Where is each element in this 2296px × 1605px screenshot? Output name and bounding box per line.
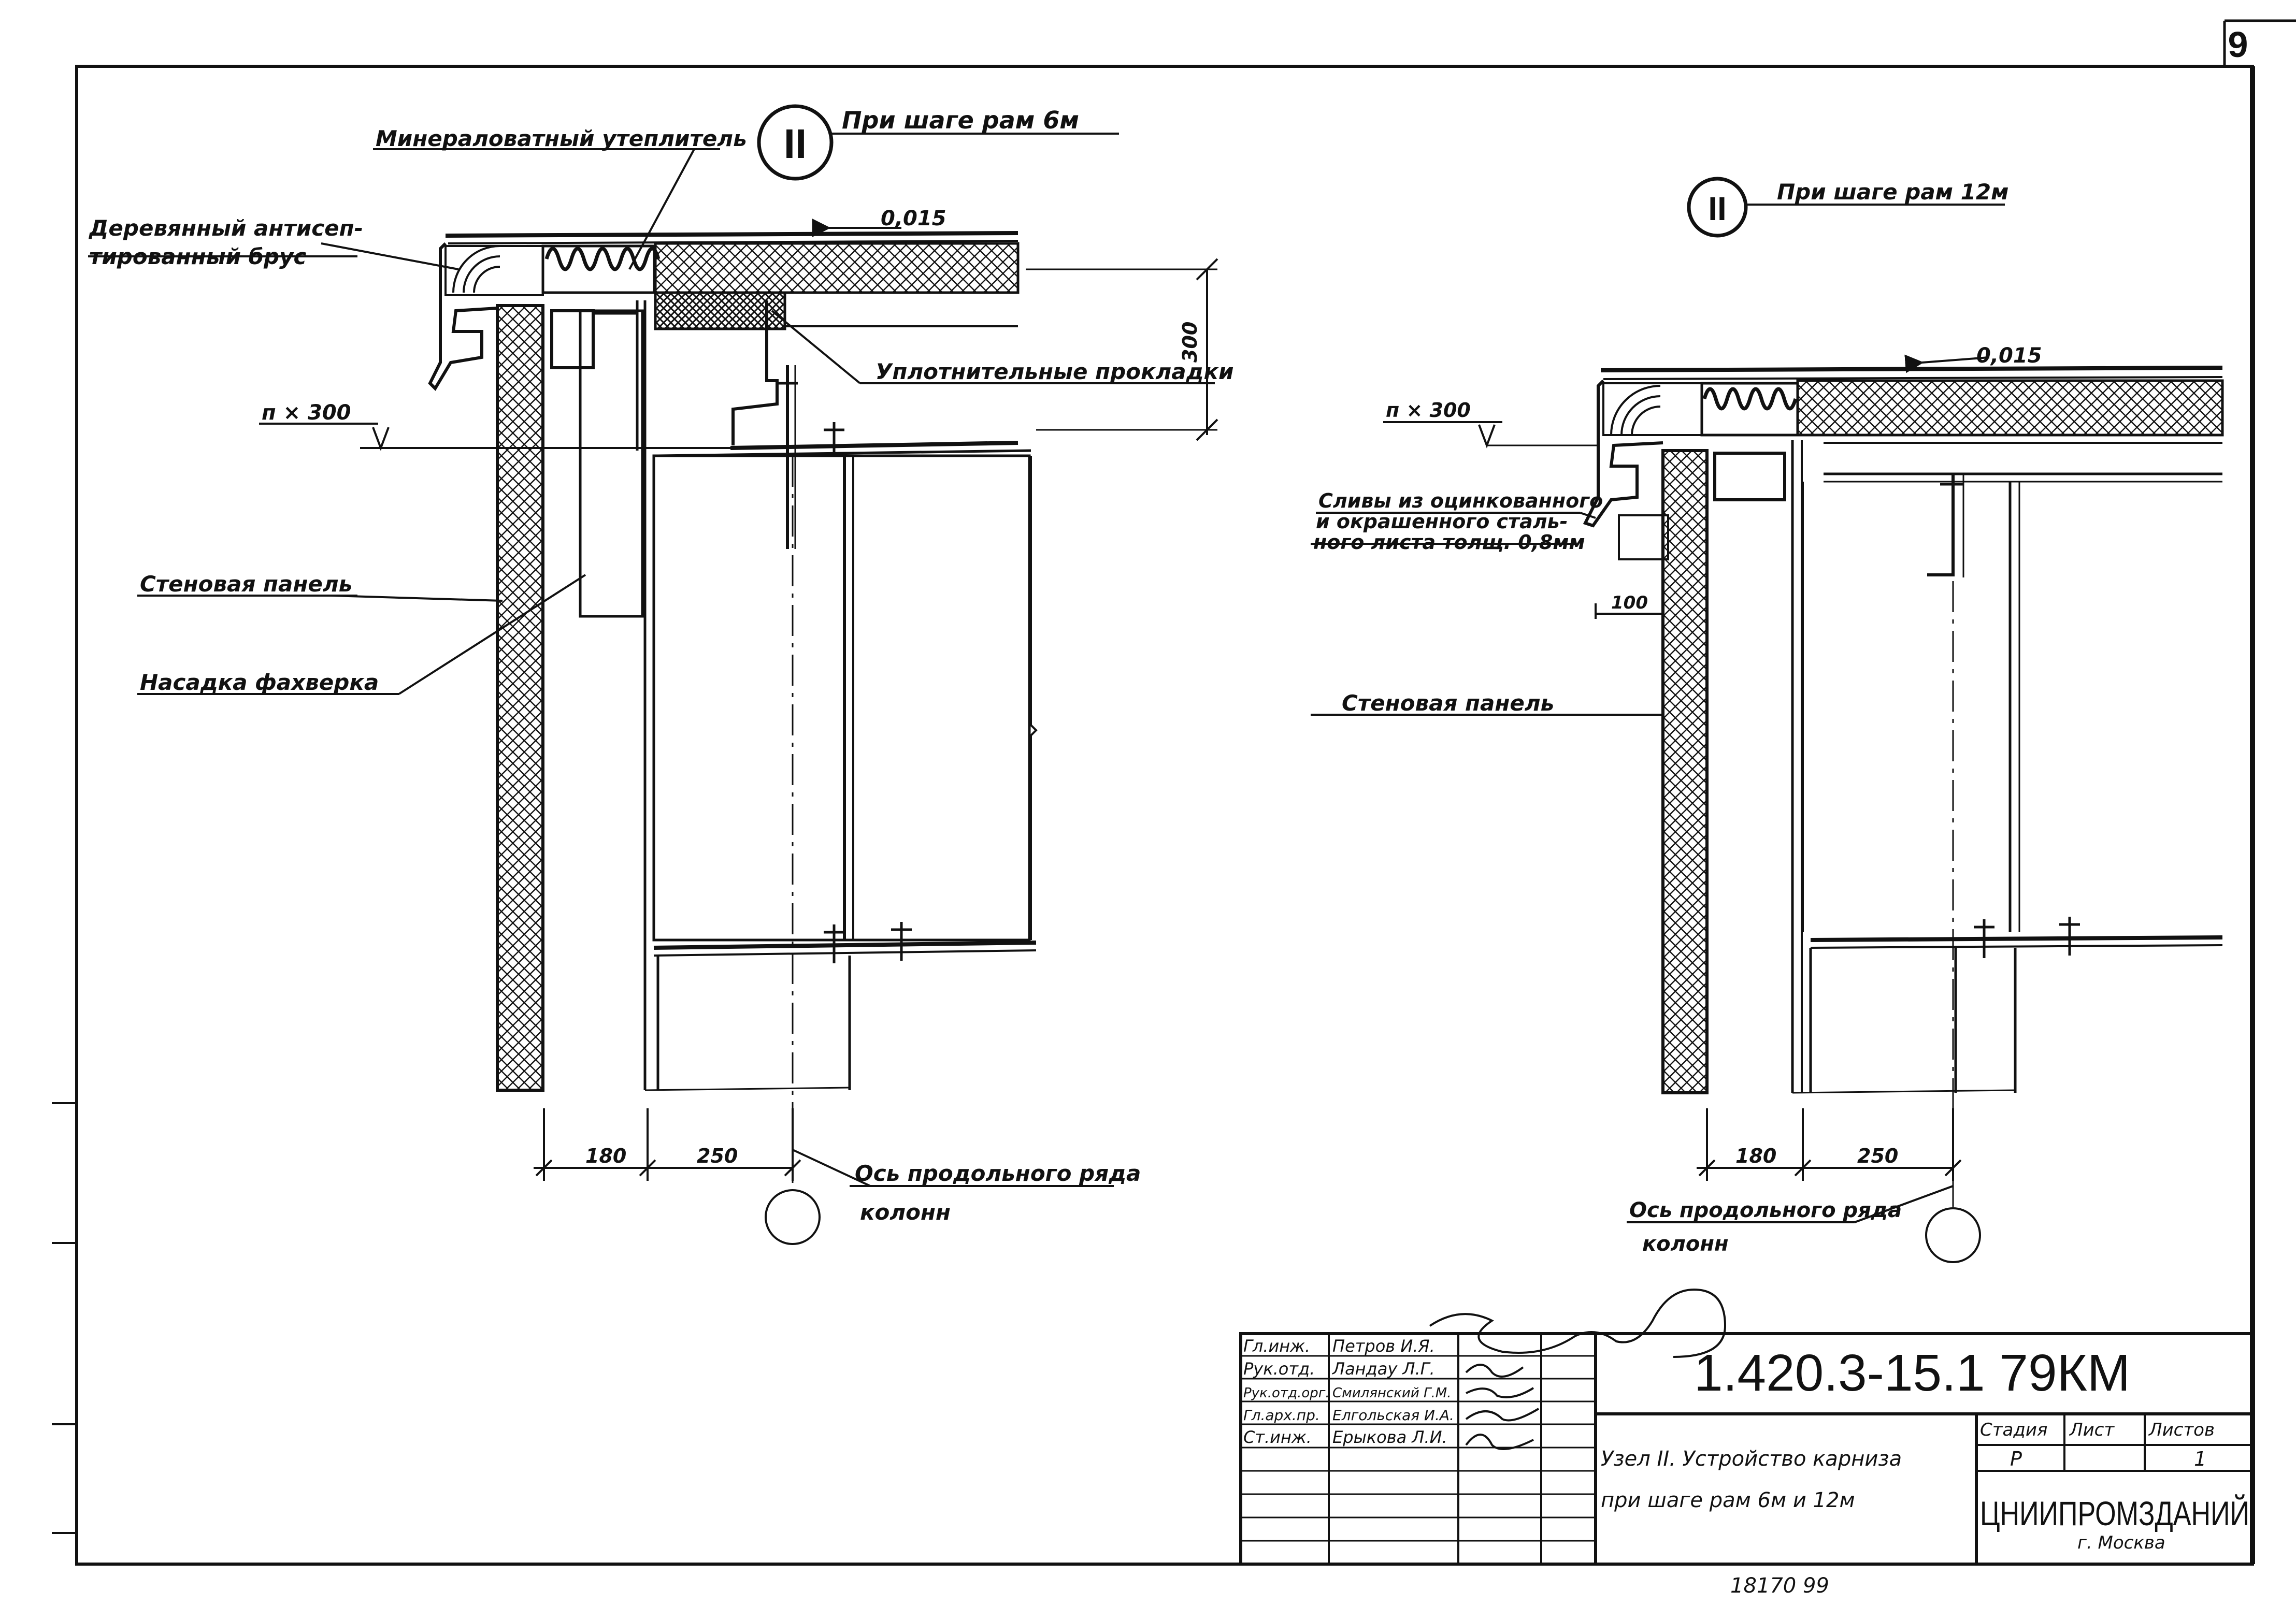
right-wall-panel (1661, 449, 1709, 1094)
left-mineral-wool (544, 247, 661, 271)
right-level-label: п × 300 (1386, 399, 1471, 422)
right-node-mark-label: II (1708, 190, 1727, 227)
signatory-name: Ерыкова Л.И. (1332, 1427, 1447, 1447)
stage-header: Стадия (1980, 1420, 2047, 1440)
left-timber-beam (444, 245, 544, 296)
organization-city: г. Москва (2077, 1532, 2165, 1553)
left-beam-label-1: Деревянный антисеп- (88, 215, 363, 241)
left-axis-bubble (765, 1189, 821, 1245)
left-roof-insulation (654, 242, 1020, 294)
left-wall-panel-label: Стеновая панель (140, 571, 352, 597)
right-detail: II При шаге рам 12м (1311, 177, 2224, 1263)
right-roof-insulation (1796, 379, 2224, 437)
organization-name: ЦНИИПРОМЗДАНИЙ (1980, 1494, 2249, 1532)
left-wall-panel (496, 304, 544, 1092)
left-node-mark-label: II (784, 121, 807, 167)
sheets-value: 1 (2194, 1448, 2206, 1470)
left-axis-label-1: Ось продольного ряда (855, 1161, 1141, 1186)
left-height-dim: 300 (1179, 322, 1201, 363)
left-heading: При шаге рам 6м (842, 106, 1079, 134)
document-code: 1.420.3-15.1 79КМ (1694, 1344, 2130, 1402)
left-gaskets (654, 291, 786, 330)
signatory-role: Гл.инж. (1243, 1336, 1310, 1356)
right-node-mark: II (1687, 177, 2005, 238)
right-dim-100: 100 (1611, 592, 1648, 613)
right-drip-label-2: и окрашенного сталь- (1316, 510, 1568, 533)
left-detail: II При шаге рам 6м (88, 104, 1233, 1245)
right-axis-bubble (1925, 1207, 1981, 1263)
signatory-name: Ландау Л.Г. (1332, 1359, 1435, 1379)
left-dim-180: 180 (585, 1145, 626, 1167)
right-heading: При шаге рам 12м (1777, 179, 2008, 205)
left-truss-cap (579, 309, 644, 618)
left-dim-250: 250 (697, 1145, 738, 1167)
left-insulation-label: Минераловатный утеплитель (376, 126, 747, 151)
signatory-role: Гл.арх.пр. (1243, 1407, 1320, 1424)
signatory-role: Ст.инж. (1243, 1427, 1312, 1447)
sheet-header: Лист (2069, 1420, 2115, 1440)
sheet-frame (52, 19, 2296, 1566)
signatory-name: Смилянский Г.М. (1332, 1385, 1451, 1401)
sheets-header: Листов (2148, 1420, 2215, 1440)
sheet-number: 9 (2228, 24, 2248, 65)
left-node-mark: II (757, 104, 1119, 181)
title-description-2: при шаге рам 6м и 12м (1601, 1488, 1855, 1512)
right-drip-profile (1583, 379, 1663, 528)
right-dim-180: 180 (1735, 1145, 1776, 1167)
right-drip-label-1: Сливы из оцинкованного (1318, 489, 1603, 512)
left-beam-label-2: тированный брус (89, 244, 306, 269)
right-dim-250: 250 (1857, 1145, 1898, 1167)
right-wall-panel-label: Стеновая панель (1342, 690, 1554, 716)
stage-value: Р (2010, 1448, 2022, 1470)
left-axis-label-2: колонн (860, 1199, 951, 1225)
title-description-1: Узел II. Устройство карниза (1601, 1447, 1902, 1471)
signatory-role: Рук.отд.орг. (1243, 1385, 1330, 1401)
right-axis-label-2: колонн (1642, 1232, 1729, 1256)
left-drip-profile (428, 242, 498, 391)
right-drip-label-3: ного листа толщ. 0,8мм (1313, 531, 1585, 554)
archive-number: 18170 99 (1730, 1574, 1829, 1598)
signatory-role: Рук.отд. (1243, 1359, 1315, 1379)
left-truss-cap-label: Насадка фахверка (140, 670, 379, 695)
left-slope-label: 0,015 (881, 207, 946, 230)
left-level-label: п × 300 (262, 401, 351, 425)
signatories: Гл.инж. Петров И.Я. Рук.отд. Ландау Л.Г.… (1243, 1336, 1454, 1447)
signatory-name: Петров И.Я. (1332, 1336, 1435, 1356)
right-timber-beam (1602, 382, 1703, 436)
left-gaskets-label: Уплотнительные прокладки (876, 359, 1233, 384)
signatory-name: Елгольская И.А. (1332, 1407, 1454, 1424)
right-slope-label: 0,015 (1976, 344, 2042, 368)
right-mineral-wool (1702, 387, 1798, 411)
signatures (1429, 1288, 1727, 1450)
right-axis-label-1: Ось продольного ряда (1629, 1198, 1902, 1222)
title-block (1239, 1332, 2254, 1566)
